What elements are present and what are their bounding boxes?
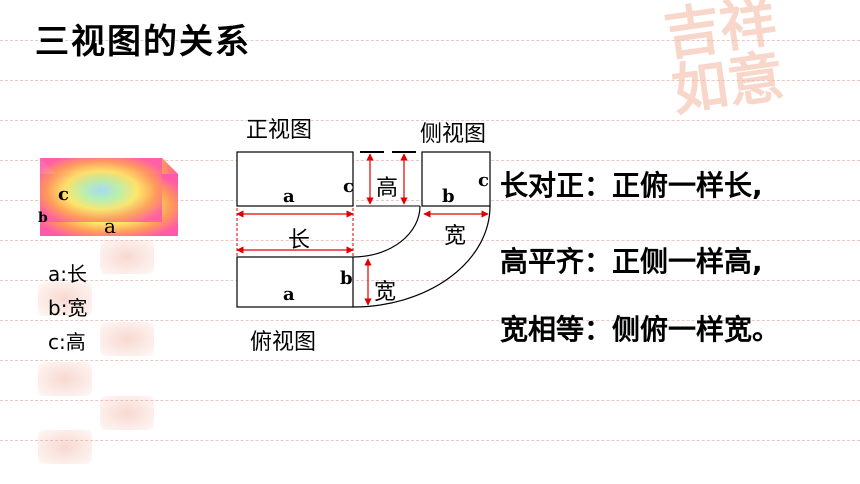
box-label-b: b xyxy=(38,210,48,226)
side-label-b: b xyxy=(442,186,455,207)
decorative-stamp xyxy=(100,396,154,430)
legend-item-length: a:长 xyxy=(48,262,87,286)
decorative-stamp xyxy=(38,362,92,396)
front-view-rect xyxy=(236,151,354,207)
decorative-stamp xyxy=(38,282,92,316)
box-label-c: c xyxy=(58,184,69,205)
width-transfer-arc xyxy=(352,205,421,258)
front-label-c: c xyxy=(343,176,354,197)
side-label-c: c xyxy=(478,170,489,191)
height-label-front-side: 高 xyxy=(376,176,399,201)
page-title: 三视图的关系 xyxy=(35,22,251,62)
front-label-a: a xyxy=(283,186,295,207)
side-view-rect xyxy=(421,151,491,207)
top-view-title: 俯视图 xyxy=(250,330,317,355)
width-label-side: 宽 xyxy=(444,224,467,249)
top-label-b: b xyxy=(340,268,353,289)
decorative-stamp xyxy=(100,322,154,356)
width-transfer-arc-outer xyxy=(352,205,491,308)
rule-width: 宽相等：侧俯一样宽。 xyxy=(500,313,781,346)
decorative-stamp xyxy=(100,240,154,274)
side-view-title: 侧视图 xyxy=(420,122,487,147)
top-view-rect xyxy=(236,256,354,308)
rule-length: 长对正：正俯一样长, xyxy=(500,169,763,202)
3d-box xyxy=(40,158,178,236)
front-view-title: 正视图 xyxy=(246,118,313,143)
box-label-a: a xyxy=(104,214,116,238)
length-label: 长 xyxy=(288,228,311,253)
width-label-top: 宽 xyxy=(374,280,397,305)
legend-item-height: c:高 xyxy=(48,330,86,354)
rule-height: 高平齐：正侧一样高, xyxy=(500,245,763,278)
decorative-stamp xyxy=(38,430,92,464)
top-label-a: a xyxy=(283,284,295,305)
legend-item-width: b:宽 xyxy=(48,296,88,320)
